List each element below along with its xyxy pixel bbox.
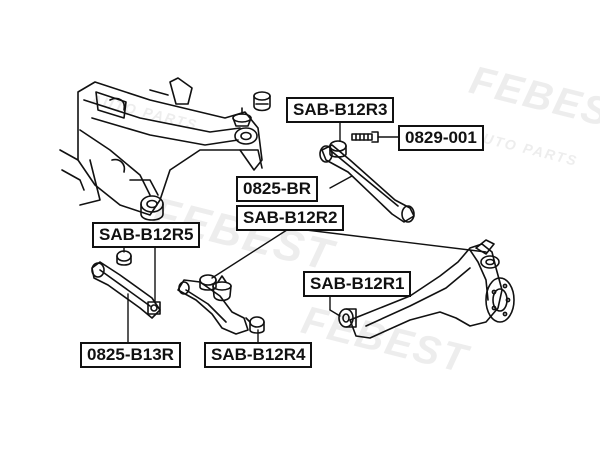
bushing-sab-b12r3-drawing	[329, 140, 347, 158]
rear-subframe	[59, 77, 263, 216]
bushing-sab-b12r5-drawing	[116, 250, 132, 266]
arm-0825-br-drawing	[319, 144, 415, 223]
label-sab-b12r3: SAB-B12R3	[286, 97, 395, 123]
bolt-0829-001-drawing	[351, 131, 379, 143]
bushing-sab-b12r4-drawing	[245, 316, 265, 334]
center-mount-bushing-drawing	[212, 275, 232, 302]
leader-sab-b12r2-right	[289, 227, 487, 253]
subframe-bushing-right	[234, 127, 258, 145]
mount-bushing-lower	[232, 107, 252, 127]
bushing-b13r-end-drawing	[147, 301, 161, 315]
leader-0825-br	[329, 175, 353, 189]
label-0825-br: 0825-BR	[236, 176, 319, 202]
arm-0825-b13r-drawing	[91, 261, 161, 319]
label-0825-b13r: 0825-B13R	[80, 342, 181, 368]
label-0829-001: 0829-001	[398, 125, 484, 151]
subframe-bushing-bottom	[140, 195, 164, 221]
label-sab-b12r1: SAB-B12R1	[303, 271, 412, 297]
leader-lines	[123, 119, 487, 344]
mount-bushing-upper	[253, 91, 271, 112]
bushing-sab-b12r1-drawing	[338, 308, 357, 328]
bushing-sab-b12r2-drawing	[199, 274, 217, 291]
lower-arm-drawing	[177, 279, 249, 335]
label-sab-b12r5: SAB-B12R5	[92, 222, 201, 248]
label-sab-b12r4: SAB-B12R4	[204, 342, 313, 368]
wheel-hub-drawing	[485, 277, 515, 323]
label-sab-b12r2: SAB-B12R2	[236, 205, 345, 231]
leader-sab-b12r1-h	[329, 309, 341, 317]
leader-sab-b12r2-left	[211, 227, 291, 279]
